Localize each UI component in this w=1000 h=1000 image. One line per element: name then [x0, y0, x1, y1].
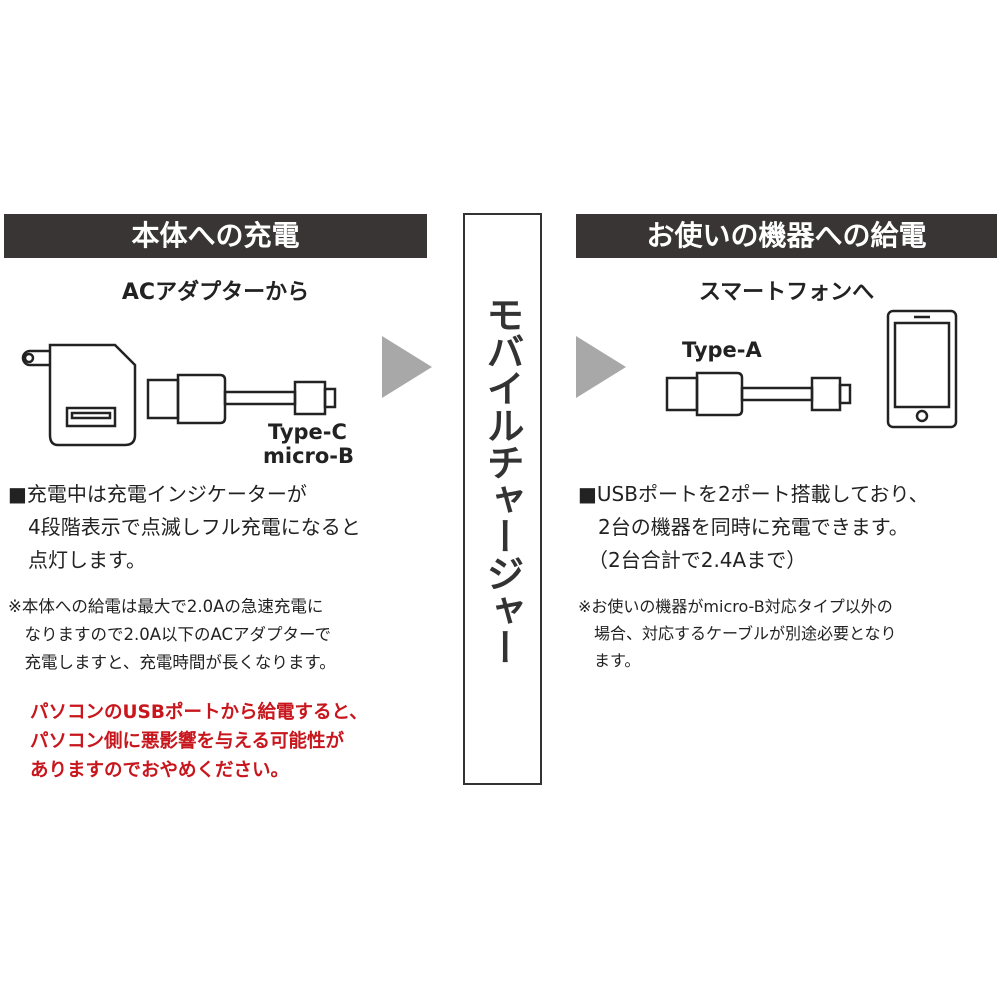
usb-cable-icon: [665, 371, 852, 417]
text-line: 4段階表示で点滅しフル充電になると: [8, 515, 361, 539]
right-description: ■USBポートを2ポート搭載しており、 2台の機器を同時に充電できます。 （2台…: [578, 478, 929, 577]
left-header: 本体への充電: [4, 214, 427, 258]
text-line: 2台の機器を同時に充電できます。: [578, 515, 909, 539]
left-subtitle: ACアダプターから: [121, 280, 310, 305]
text-line: なりますので2.0A以下のACアダプターで: [8, 625, 332, 644]
type-c-label: Type-C: [268, 420, 347, 444]
right-note: ※お使いの機器がmicro-B対応タイプ以外の 場合、対応するケーブルが別途必要…: [578, 593, 897, 674]
text-line: パソコンのUSBポートから給電すると、: [30, 702, 368, 723]
ac-adapter-cable-icon: [21, 343, 337, 447]
left-note: ※本体への給電は最大で2.0Aの急速充電に なりますので2.0A以下のACアダプ…: [8, 593, 336, 677]
text-line: ■充電中は充電インジケーターが: [8, 482, 307, 506]
text-line: パソコン側に悪影響を与える可能性が: [30, 731, 344, 752]
right-header: お使いの機器への給電: [576, 214, 997, 258]
text-line: 場合、対応するケーブルが別途必要となり: [578, 624, 897, 643]
smartphone-icon: [886, 309, 958, 429]
warning-text: パソコンのUSBポートから給電すると、 パソコン側に悪影響を与える可能性が あり…: [30, 698, 368, 785]
product-name: モバイルチャージャー: [480, 295, 524, 665]
micro-b-label: micro-B: [263, 444, 355, 468]
right-subtitle: スマートフォンへ: [698, 280, 875, 305]
text-line: ※本体への給電は最大で2.0Aの急速充電に: [8, 597, 324, 616]
text-line: （2台合計で2.4Aまで）: [578, 548, 807, 572]
arrow-right-icon: [576, 336, 626, 398]
type-a-label: Type-A: [682, 338, 762, 362]
text-line: ※お使いの機器がmicro-B対応タイプ以外の: [578, 597, 893, 616]
text-line: 点灯します。: [8, 548, 146, 572]
product-name-box: モバイルチャージャー: [463, 213, 542, 785]
text-line: ます。: [578, 651, 641, 670]
left-description: ■充電中は充電インジケーターが 4段階表示で点滅しフル充電になると 点灯します。: [8, 478, 361, 577]
arrow-right-icon: [382, 336, 432, 398]
text-line: 充電しますと、充電時間が長くなります。: [8, 653, 336, 672]
text-line: ありますのでおやめください。: [30, 760, 290, 781]
text-line: ■USBポートを2ポート搭載しており、: [578, 482, 929, 506]
